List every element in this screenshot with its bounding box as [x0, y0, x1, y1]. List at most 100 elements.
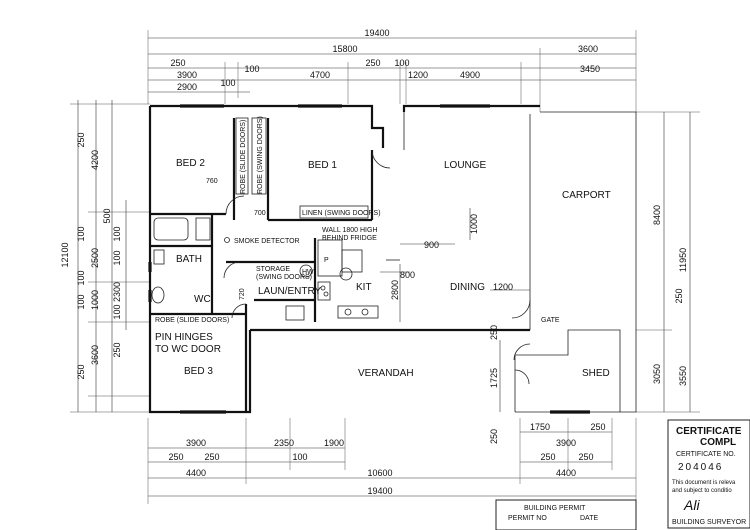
note-robe-bed3: ROBE (SLIDE DOORS) — [155, 317, 229, 324]
dim-bot-r1-1: 2350 — [274, 438, 294, 448]
dim-top-r1b-2: 1200 — [408, 70, 428, 80]
dim-top-r1b-0: 3900 — [177, 70, 197, 80]
dim-int-4: 1200 — [493, 282, 513, 292]
note-700: 700 — [254, 210, 266, 217]
room-labels: BED 2 BED 1 LOUNGE CARPORT BATH KIT DINI… — [176, 158, 611, 379]
note-robe-left: ROBE (SLIDE DOORS) — [240, 120, 247, 194]
dim-int-7: 250 — [489, 429, 499, 444]
room-laundry: LAUN/ENTRY — [258, 286, 321, 297]
dim-int-0: 900 — [424, 240, 439, 250]
dim-right-0: 8400 — [652, 205, 662, 225]
room-verandah: VERANDAH — [358, 368, 414, 379]
dim-bot-r3-3: 4400 — [556, 468, 576, 478]
building-permit-box: BUILDING PERMIT PERMIT NO DATE — [495, 499, 637, 530]
dim-int-6: 250 — [489, 325, 499, 340]
dim-top-r1-3: 100 — [394, 58, 409, 68]
dim-right-4: 3550 — [678, 366, 688, 386]
room-shed: SHED — [582, 368, 610, 379]
dim-left-9: 100 — [76, 270, 86, 285]
dim-left-11: 100 — [76, 294, 86, 309]
room-bed3: BED 3 — [184, 366, 213, 377]
interior-dimensions: 900 1000 800 2800 1200 1725 250 250 — [380, 208, 530, 444]
dim-top-r1-0: 250 — [170, 58, 185, 68]
note-smoke: SMOKE DETECTOR — [234, 238, 300, 245]
dim-right-1: 11950 — [678, 248, 688, 272]
dim-left-13: 3600 — [90, 345, 100, 365]
left-dimensions: 250 4200 12100 500 100 100 2500 100 2300… — [60, 100, 150, 413]
dim-int-2: 800 — [400, 270, 415, 280]
dim-top-inner: 15800 — [332, 44, 357, 54]
dim-left-2: 12100 — [60, 242, 70, 267]
note-robe-right: ROBE (SWING DOORS) — [257, 116, 264, 194]
note-storage-2: (SWING DOORS) — [256, 274, 312, 281]
dim-bot-r2-3: 250 — [578, 452, 593, 462]
notes: ROBE (SLIDE DOORS) ROBE (SWING DOORS) LI… — [155, 116, 381, 355]
dim-left-10: 1000 — [90, 290, 100, 310]
room-carport: CARPORT — [562, 190, 611, 201]
dim-top-r2-1: 100 — [220, 78, 235, 88]
dim-left-6: 2500 — [90, 248, 100, 268]
windows — [148, 104, 590, 414]
dim-left-4: 100 — [112, 226, 122, 241]
note-hw: HW — [302, 269, 314, 276]
dim-bot-r1-0: 3900 — [186, 438, 206, 448]
certificate-stamp: CERTIFICATE COMPL CERTIFICATE NO. 204046… — [667, 419, 750, 529]
dim-right-3: 3050 — [652, 364, 662, 384]
dim-bot-r2-1: 250 — [204, 452, 219, 462]
room-gate: GATE — [541, 317, 560, 324]
note-storage-1: STORAGE — [256, 266, 290, 273]
dim-bot-r1r-0: 1750 — [530, 422, 550, 432]
cert-line3: CERTIFICATE NO. — [676, 451, 736, 458]
doors — [223, 112, 531, 385]
cert-line6: BUILDING SURVEYOR — [672, 519, 746, 526]
note-pin-2: TO WC DOOR — [155, 344, 221, 355]
dim-left-7: 100 — [112, 250, 122, 265]
cert-line4: This document is releva — [672, 480, 736, 486]
room-lounge: LOUNGE — [444, 160, 487, 171]
cert-signature: Ali — [683, 497, 700, 513]
dim-bot-r3-0: 4400 — [186, 468, 206, 478]
dim-left-3: 500 — [102, 208, 112, 223]
note-720: 720 — [239, 288, 246, 300]
room-bed1: BED 1 — [308, 160, 337, 171]
dim-left-0: 250 — [76, 132, 86, 147]
walls — [148, 104, 637, 414]
dim-bot-r3-1: 10600 — [367, 468, 392, 478]
permit-date: DATE — [580, 515, 598, 522]
cert-line1: CERTIFICATE — [676, 426, 742, 437]
permit-no: PERMIT NO — [508, 515, 547, 522]
dim-left-8: 2300 — [112, 282, 122, 302]
right-dimensions: 8400 11950 250 3050 3550 — [636, 111, 700, 413]
fixtures — [151, 117, 400, 321]
dim-bot-r2r-0: 3900 — [556, 438, 576, 448]
permit-title: BUILDING PERMIT — [524, 505, 586, 512]
dim-top-r1b-1: 4700 — [310, 70, 330, 80]
dim-left-12: 100 — [112, 304, 122, 319]
room-bed2: BED 2 — [176, 158, 205, 169]
note-p: P — [324, 257, 329, 264]
room-bath: BATH — [176, 254, 202, 265]
top-dimensions: 19400 15800 3600 250 100 250 100 3450 39… — [147, 28, 637, 112]
dim-left-5: 100 — [76, 226, 86, 241]
dim-right-2: 250 — [674, 288, 684, 303]
dim-left-1: 4200 — [90, 150, 100, 170]
dim-left-14: 250 — [112, 342, 122, 357]
note-linen: LINEN (SWING DOORS) — [302, 210, 381, 217]
dim-bot-r1-2: 1900 — [324, 438, 344, 448]
dim-bot-r2-2: 100 — [292, 452, 307, 462]
cert-line5: and subject to conditio — [672, 488, 732, 494]
dim-bot-r2-0: 250 — [168, 452, 183, 462]
dim-top-r2-0: 2900 — [177, 82, 197, 92]
dim-bot-r3-2: 250 — [540, 452, 555, 462]
dim-top-r1-2: 250 — [365, 58, 380, 68]
dim-top-carport: 3600 — [578, 44, 598, 54]
note-760: 760 — [206, 178, 218, 185]
dim-int-5: 1725 — [489, 368, 499, 388]
dim-top-overall: 19400 — [364, 28, 389, 38]
room-dining: DINING — [450, 282, 485, 293]
note-wall-2: BEHIND FRIDGE — [322, 235, 377, 242]
dim-int-3: 2800 — [390, 280, 400, 300]
dim-top-r1b-3: 4900 — [460, 70, 480, 80]
room-wc: WC — [194, 294, 211, 305]
